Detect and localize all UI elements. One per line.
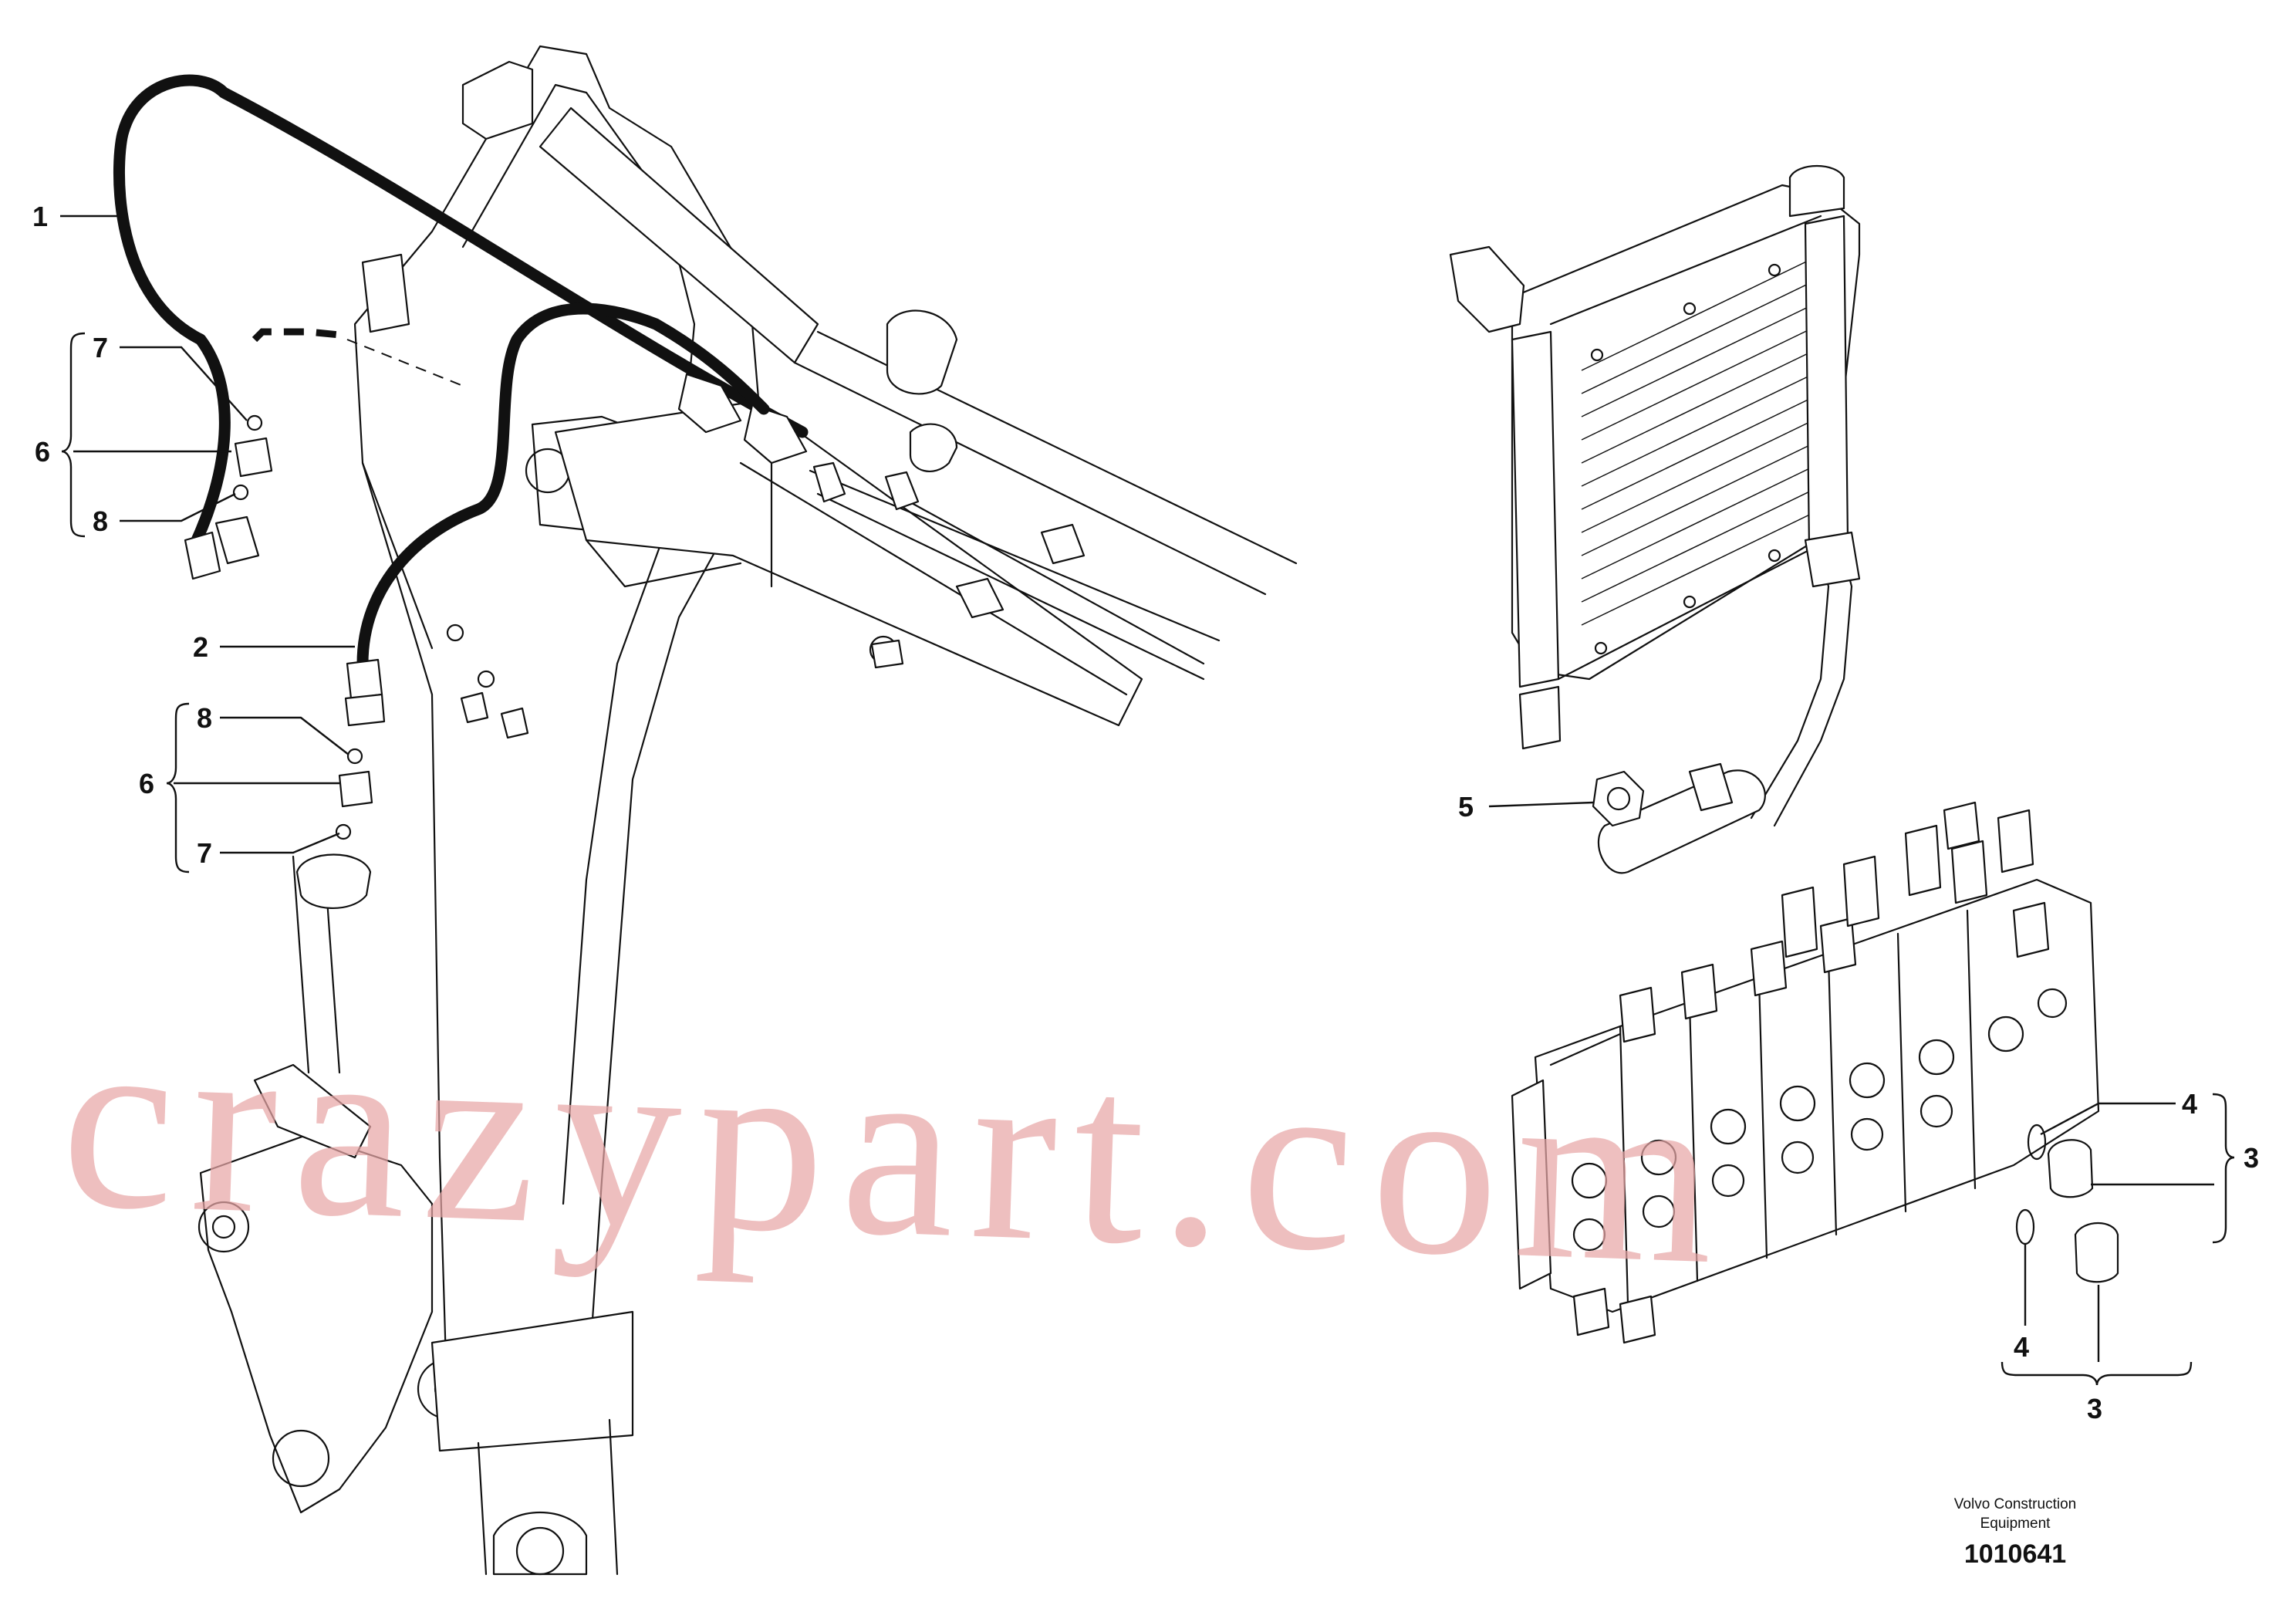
plug-part-5 xyxy=(1592,770,1645,827)
cooler-fins xyxy=(1581,254,1822,626)
valve-ports xyxy=(1571,988,2068,1252)
callout-6-lower: 6 xyxy=(139,768,154,799)
credit-line-1: Volvo Construction xyxy=(1954,1496,2076,1512)
callout-2: 2 xyxy=(193,631,208,663)
callout-8-lower: 8 xyxy=(197,702,212,734)
callout-5: 5 xyxy=(1458,791,1474,823)
callout-4-upper: 4 xyxy=(2182,1088,2197,1120)
hose-1 xyxy=(113,74,809,580)
callout-3-right: 3 xyxy=(2244,1142,2259,1174)
dashed-route xyxy=(252,328,464,387)
callout-7-upper: 7 xyxy=(93,332,108,363)
callout-1: 1 xyxy=(32,201,48,232)
callout-6-upper: 6 xyxy=(35,436,50,468)
credit-line-2: Equipment xyxy=(1980,1516,2051,1532)
fitting-part-3-upper xyxy=(2047,1139,2094,1198)
hose-2 xyxy=(344,302,770,727)
oil-cooler xyxy=(1449,164,1861,874)
boom-assembly xyxy=(198,45,1298,1576)
callout-leaders xyxy=(60,215,2235,1386)
callout-labels: 1 7 6 8 2 8 6 7 5 4 3 4 3 xyxy=(32,201,2259,1424)
callout-4-lower: 4 xyxy=(2014,1331,2029,1363)
control-valve-block xyxy=(1511,801,2100,1344)
seal-part-4-lower xyxy=(2015,1208,2035,1245)
seal-part-4-upper xyxy=(2027,1124,2047,1161)
valve-spool-caps xyxy=(1619,801,2050,1043)
callout-3-bottom: 3 xyxy=(2087,1393,2102,1424)
fitting-part-3-lower xyxy=(2074,1222,2119,1283)
callout-8-upper: 8 xyxy=(93,505,108,537)
fitting-group-lower xyxy=(295,748,373,910)
fitting-group-upper xyxy=(214,414,273,565)
watermark: crazypart.com xyxy=(58,978,1736,1318)
document-number: 1010641 xyxy=(1964,1539,2066,1569)
callout-7-lower: 7 xyxy=(197,837,212,869)
